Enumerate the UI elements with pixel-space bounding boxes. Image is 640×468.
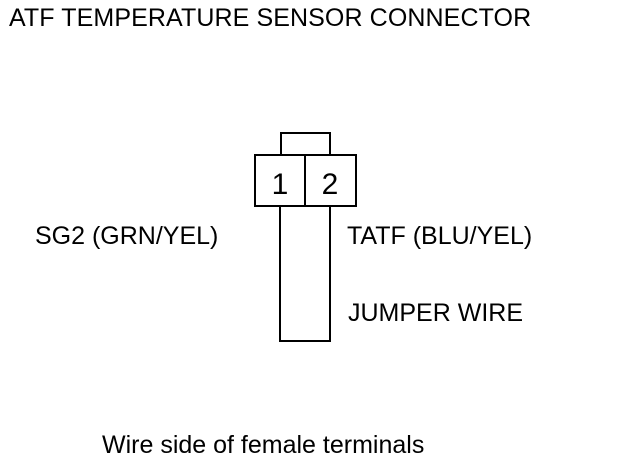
diagram-title: ATF TEMPERATURE SENSOR CONNECTOR: [9, 4, 532, 32]
pin-1-number: 1: [272, 168, 289, 201]
jumper-wire-label: JUMPER WIRE: [348, 299, 523, 327]
connector-lock-tab: [280, 132, 331, 155]
pin-2-number: 2: [322, 168, 339, 201]
sg2-wire-label: SG2 (GRN/YEL): [35, 222, 219, 250]
diagram-caption: Wire side of female terminals: [102, 431, 425, 459]
jumper-wire: [279, 205, 331, 342]
tatf-wire-label: TATF (BLU/YEL): [347, 222, 533, 250]
